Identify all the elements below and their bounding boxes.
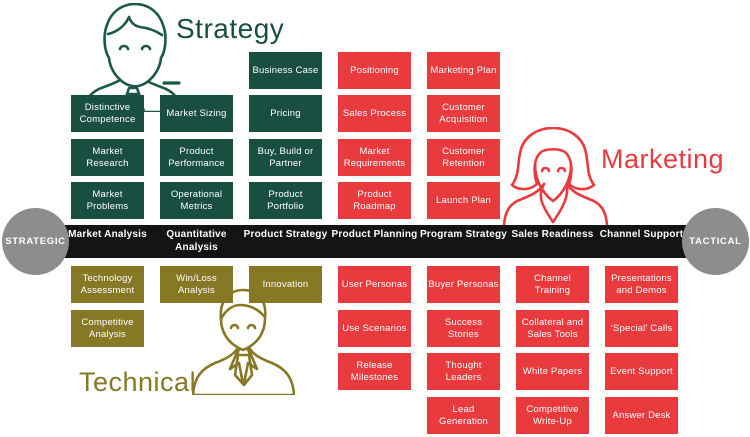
box-buyer-personas: Buyer Personas bbox=[427, 266, 500, 303]
box-customer-retention: Customer Retention bbox=[427, 139, 500, 176]
strategy-section-label: Strategy bbox=[176, 13, 285, 44]
technical-person-icon bbox=[192, 288, 295, 395]
box-market-sizing: Market Sizing bbox=[160, 95, 233, 132]
box-channel-training: Channel Training bbox=[516, 266, 589, 303]
box-thought-leaders: Thought Leaders bbox=[427, 353, 500, 390]
box-operational-metrics: Operational Metrics bbox=[160, 182, 233, 219]
tactical-circle: TACTICAL bbox=[682, 208, 749, 275]
marketing-person-icon bbox=[502, 127, 609, 225]
box-answer-desk: Answer Desk bbox=[605, 397, 678, 434]
marketing-section-label: Marketing bbox=[601, 144, 725, 174]
box-positioning: Positioning bbox=[338, 52, 411, 89]
box-product-performance: Product Performance bbox=[160, 139, 233, 176]
strategic-circle: STRATEGIC bbox=[2, 208, 69, 275]
box-market-problems: Market Problems bbox=[71, 182, 144, 219]
box-innovation: Innovation bbox=[249, 266, 322, 303]
column-header-sales-readiness: Sales Readiness bbox=[511, 229, 594, 240]
box-technology-assessment: Technology Assessment bbox=[71, 266, 144, 303]
box-use-scenarios: Use Scenarios bbox=[338, 310, 411, 347]
column-header-quantitative-analysis: Quantitative Analysis bbox=[166, 229, 227, 253]
box-launch-plan: Launch Plan bbox=[427, 182, 500, 219]
box-product-roadmap: Product Roadmap bbox=[338, 182, 411, 219]
box-distinctive-competence: Distinctive Competence bbox=[71, 95, 144, 132]
box-pricing: Pricing bbox=[249, 95, 322, 132]
box-competitive-analysis: Competitive Analysis bbox=[71, 310, 144, 347]
box-buy-build-or-partner: Buy, Build or Partner bbox=[249, 139, 322, 176]
box-competitive-write-up: Competitive Write-Up bbox=[516, 397, 589, 434]
box-collateral-and-sales-tools: Collateral and Sales Tools bbox=[516, 310, 589, 347]
box-lead-generation: Lead Generation bbox=[427, 397, 500, 434]
box-market-research: Market Research bbox=[71, 139, 144, 176]
axis-bar: Market Analysis Quantitative Analysis Pr… bbox=[35, 225, 715, 258]
technical-section-label: Technical bbox=[79, 367, 197, 397]
box-marketing-plan: Marketing Plan bbox=[427, 52, 500, 89]
box-white-papers: White Papers bbox=[516, 353, 589, 390]
box-product-portfolio: Product Portfolio bbox=[249, 182, 322, 219]
box-win-loss-analysis: Win/Loss Analysis bbox=[160, 266, 233, 303]
column-header-product-strategy: Product Strategy bbox=[243, 229, 328, 240]
box-success-stories: Success Stories bbox=[427, 310, 500, 347]
box-event-support: Event Support bbox=[605, 353, 678, 390]
column-header-program-strategy: Program Strategy bbox=[419, 229, 508, 240]
column-header-market-analysis: Market Analysis bbox=[68, 229, 147, 240]
box-special-calls: ‘Special’ Calls bbox=[605, 310, 678, 347]
box-market-requirements: Market Requirements bbox=[338, 139, 411, 176]
column-header-product-planning: Product Planning bbox=[331, 229, 418, 240]
box-business-case: Business Case bbox=[249, 52, 322, 89]
box-user-personas: User Personas bbox=[338, 266, 411, 303]
column-header-channel-support: Channel Support bbox=[599, 229, 684, 240]
box-customer-acquisition: Customer Acquisition bbox=[427, 95, 500, 132]
box-release-milestones: Release Milestones bbox=[338, 353, 411, 390]
box-sales-process: Sales Process bbox=[338, 95, 411, 132]
box-presentations-and-demos: Presentations and Demos bbox=[605, 266, 678, 303]
